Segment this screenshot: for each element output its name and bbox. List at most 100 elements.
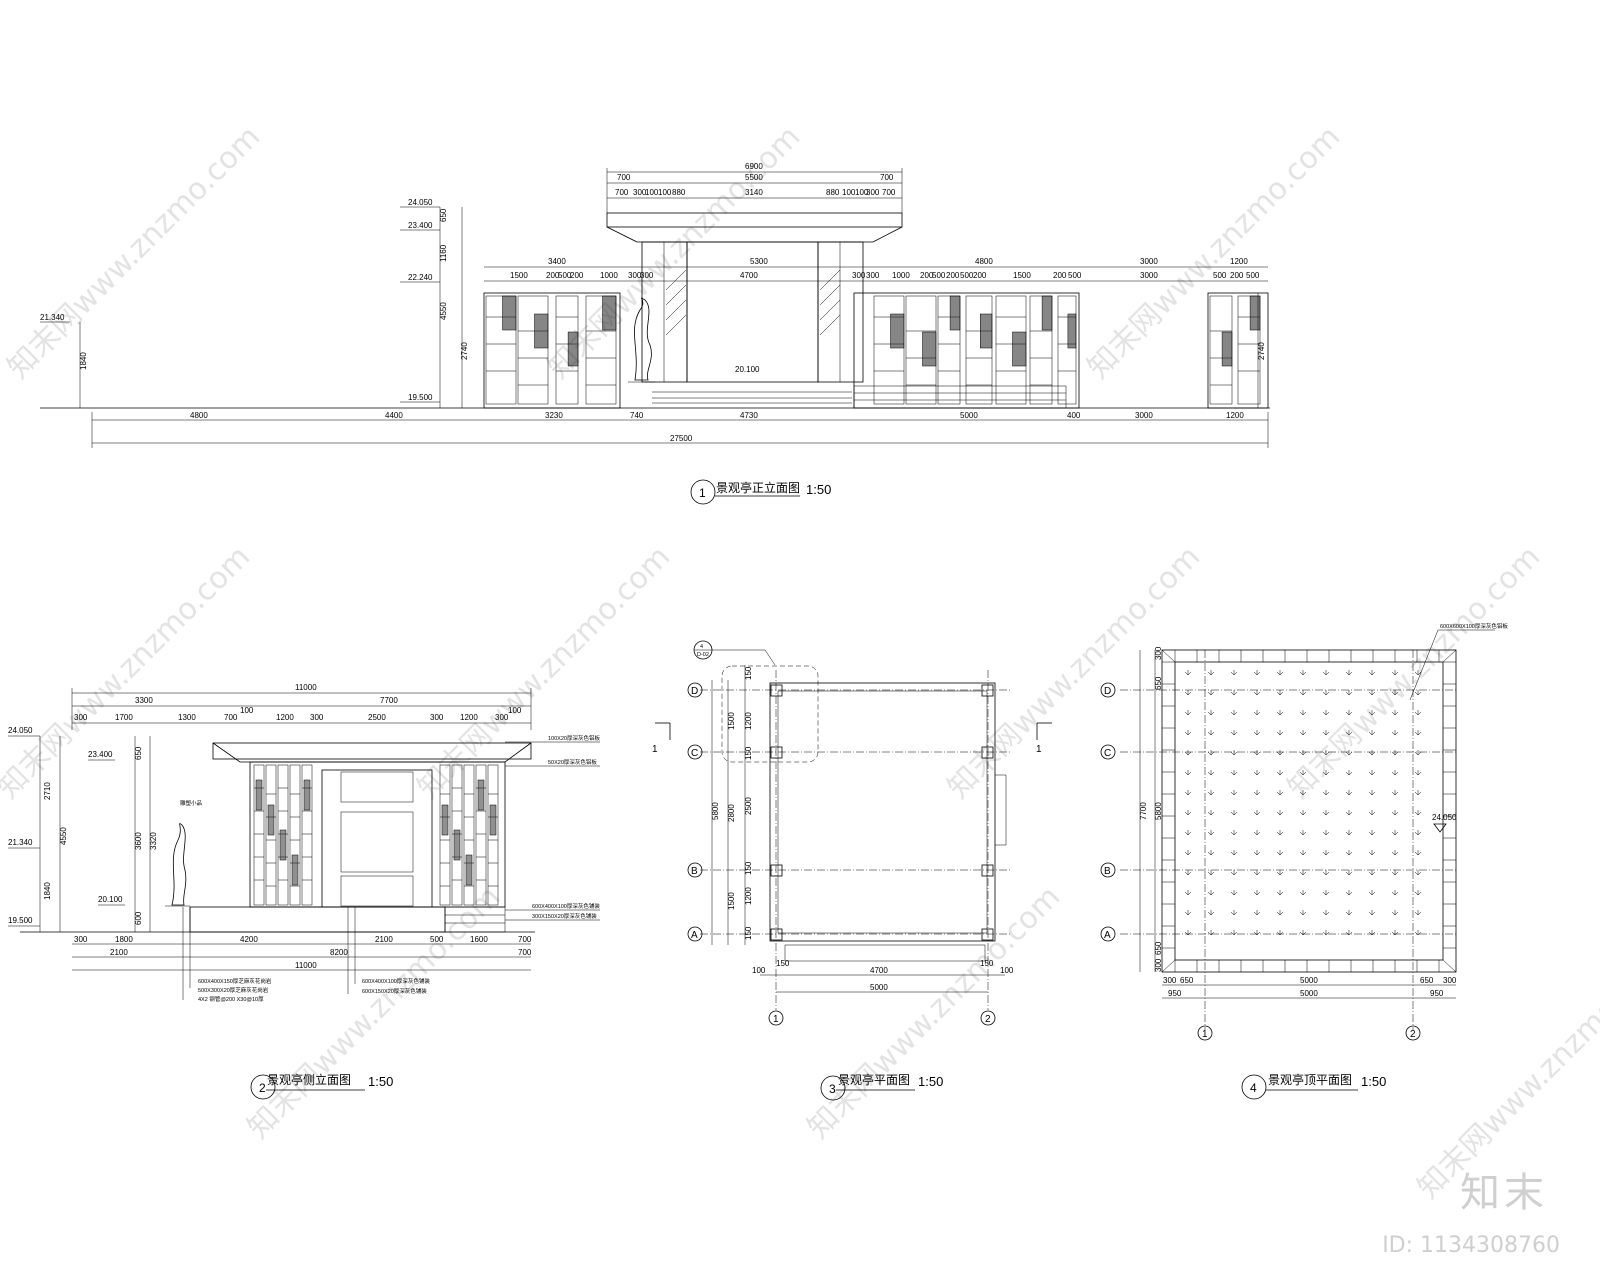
- sculpture-label: 雕塑小品: [180, 799, 203, 807]
- svg-text:1500: 1500: [727, 892, 736, 910]
- sculpture: [634, 297, 652, 381]
- svg-text:1200: 1200: [1230, 257, 1248, 266]
- svg-text:11000: 11000: [295, 961, 317, 970]
- svg-text:景观亭正立面图: 景观亭正立面图: [716, 480, 800, 495]
- svg-text:1200: 1200: [276, 713, 294, 722]
- svg-text:2500: 2500: [368, 713, 386, 722]
- svg-text:300: 300: [430, 713, 444, 722]
- side-door-frame: [321, 769, 433, 908]
- svg-text:C: C: [1104, 748, 1111, 759]
- svg-text:景观亭平面图: 景观亭平面图: [838, 1072, 910, 1087]
- svg-text:1500: 1500: [510, 271, 528, 280]
- roof-view-title: 4 景观亭顶平面图 1:50: [1241, 1072, 1386, 1100]
- watermark-text: 知末网www.znzmo.com: [1, 119, 267, 385]
- svg-text:1: 1: [652, 744, 658, 755]
- svg-text:700: 700: [880, 173, 894, 182]
- svg-text:7700: 7700: [380, 696, 398, 705]
- svg-text:150: 150: [744, 926, 753, 940]
- svg-text:4400: 4400: [385, 411, 403, 420]
- watermark-text: 知末网www.znzmo.com: [801, 879, 1067, 1145]
- svg-text:2500: 2500: [744, 797, 753, 815]
- svg-text:300: 300: [633, 188, 647, 197]
- watermark-layer: 知末网www.znzmo.com 知末网www.znzmo.com 知末网www…: [0, 119, 1600, 1205]
- svg-text:880: 880: [672, 188, 686, 197]
- side-roof-slab: [212, 742, 532, 760]
- svg-text:5800: 5800: [1154, 802, 1163, 820]
- svg-text:1: 1: [773, 1014, 779, 1025]
- feature-wall-far-right: [1207, 292, 1269, 409]
- svg-text:5000: 5000: [1300, 976, 1318, 985]
- svg-text:650: 650: [1154, 941, 1163, 955]
- svg-text:5800: 5800: [711, 802, 720, 820]
- svg-text:1: 1: [1036, 744, 1042, 755]
- svg-text:1: 1: [699, 486, 706, 500]
- roof-grid-cols: 1 2: [1197, 1025, 1421, 1041]
- svg-text:2: 2: [259, 1081, 266, 1095]
- svg-text:700: 700: [615, 188, 629, 197]
- svg-text:300: 300: [1443, 976, 1457, 985]
- svg-text:150: 150: [744, 861, 753, 875]
- watermark-text: 知末网www.znzmo.com: [941, 539, 1207, 805]
- svg-text:100: 100: [1000, 966, 1014, 975]
- svg-text:4550: 4550: [59, 827, 68, 845]
- svg-text:400: 400: [1067, 411, 1081, 420]
- svg-text:3000: 3000: [1140, 257, 1158, 266]
- roof-fascia: [606, 226, 903, 243]
- svg-text:1500: 1500: [727, 712, 736, 730]
- svg-text:500: 500: [1246, 271, 1260, 280]
- front-steps: [652, 391, 852, 404]
- roof-vert-dims: 300 650 7700 5800 650 300: [1139, 646, 1163, 972]
- watermark-text: 知末网www.znzmo.com: [1081, 119, 1347, 385]
- svg-text:1:50: 1:50: [1361, 1074, 1386, 1089]
- svg-text:5000: 5000: [1300, 989, 1318, 998]
- plan-grid-cols: 1 2: [768, 1010, 996, 1026]
- plan-vert-dims: 150 1500 1200 150 2500 150 1200 1500 150…: [711, 665, 753, 945]
- svg-text:1200: 1200: [744, 712, 753, 730]
- svg-text:1:50: 1:50: [918, 1074, 943, 1089]
- svg-text:3: 3: [829, 1082, 836, 1096]
- svg-text:300: 300: [1154, 958, 1163, 972]
- svg-text:21.340: 21.340: [8, 838, 33, 847]
- svg-text:1:50: 1:50: [368, 1074, 393, 1089]
- svg-text:300: 300: [866, 271, 880, 280]
- pavilion-plan: 1 1 4 D-02 D C B A 1 2 150 1500 1200 150…: [652, 640, 1052, 1101]
- svg-text:5000: 5000: [960, 411, 978, 420]
- front-view-title: 1 景观亭正立面图 1:50: [690, 479, 831, 505]
- svg-text:300: 300: [74, 713, 88, 722]
- svg-text:200: 200: [546, 271, 560, 280]
- svg-text:4800: 4800: [975, 257, 993, 266]
- svg-text:1: 1: [1202, 1029, 1208, 1040]
- svg-text:500: 500: [960, 271, 974, 280]
- svg-text:200: 200: [946, 271, 960, 280]
- svg-text:1500: 1500: [1013, 271, 1031, 280]
- svg-text:1200: 1200: [1226, 411, 1244, 420]
- svg-text:100: 100: [842, 188, 856, 197]
- side-sculpture: [171, 823, 187, 906]
- svg-text:6900: 6900: [745, 162, 763, 171]
- svg-text:5500: 5500: [745, 173, 763, 182]
- svg-text:100: 100: [752, 966, 766, 975]
- svg-text:3400: 3400: [548, 257, 566, 266]
- svg-text:300: 300: [1163, 976, 1177, 985]
- plan-grid-rows: D C B A: [687, 682, 703, 942]
- svg-text:4550: 4550: [439, 302, 448, 320]
- svg-text:1840: 1840: [43, 882, 52, 900]
- svg-text:C: C: [691, 748, 698, 759]
- svg-text:4730: 4730: [740, 411, 758, 420]
- svg-text:2800: 2800: [727, 804, 736, 822]
- svg-text:2710: 2710: [43, 782, 52, 800]
- svg-text:4700: 4700: [740, 271, 758, 280]
- svg-text:4700: 4700: [870, 966, 888, 975]
- svg-text:300: 300: [495, 713, 509, 722]
- svg-text:1600: 1600: [470, 935, 488, 944]
- roof-pattern: [1184, 670, 1422, 936]
- front-bottom-dims: 4800 4400 3230 740 4730 5000 400 3000 12…: [91, 411, 1269, 448]
- svg-text:300: 300: [310, 713, 324, 722]
- svg-text:600X400X150厚芝麻灰花岗岩: 600X400X150厚芝麻灰花岗岩: [198, 977, 272, 985]
- svg-text:2: 2: [985, 1014, 991, 1025]
- svg-text:1700: 1700: [115, 713, 133, 722]
- svg-text:150: 150: [744, 746, 753, 760]
- svg-text:2: 2: [1410, 1029, 1416, 1040]
- svg-text:300: 300: [628, 271, 642, 280]
- front-upper-dims: 3400 5300 4800 3000 1200 1500 200 500 20…: [484, 257, 1268, 282]
